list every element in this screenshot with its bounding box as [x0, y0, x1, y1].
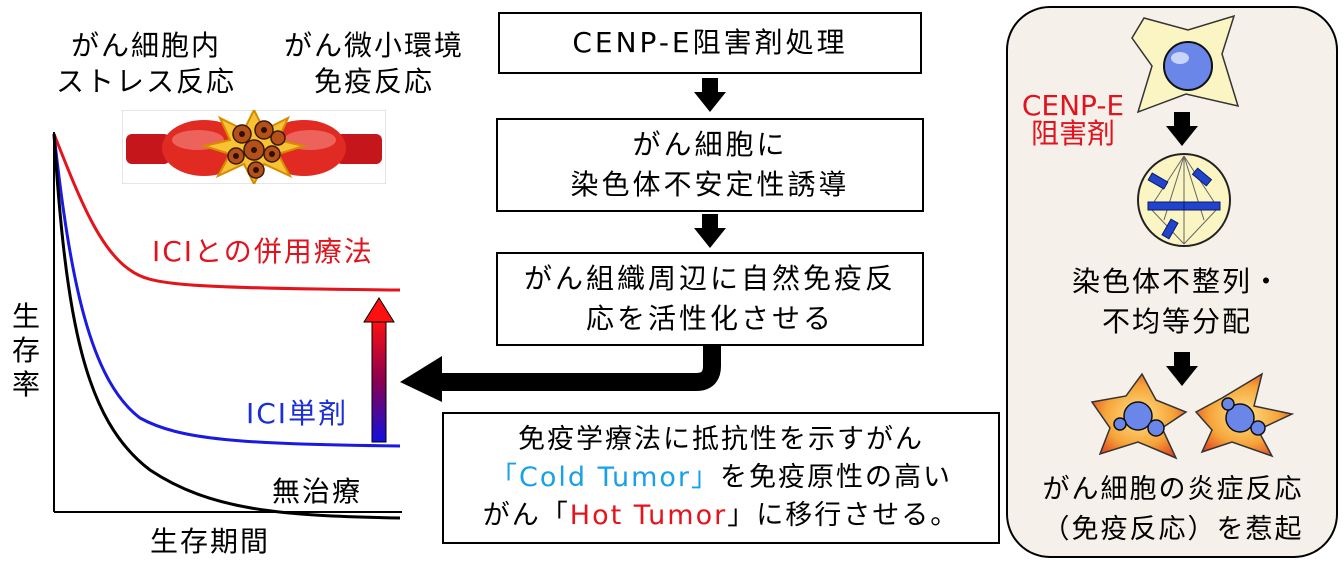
cold-tumor-text: Cold Tumor — [518, 462, 692, 493]
flow-step-inhibitor-treatment: CENP-E阻害剤処理 — [498, 12, 922, 74]
down-arrow-1 — [694, 78, 726, 112]
down-arrow-3 — [1166, 112, 1198, 146]
combo-therapy-label: ICIとの併用療法 — [152, 235, 374, 268]
missegregation-label: 染色体不整列・ 不均等分配 — [1071, 265, 1282, 338]
no-treatment-label: 無治療 — [272, 475, 363, 508]
combo-therapy-curve — [52, 133, 401, 292]
mitotic-cell-icon — [1137, 153, 1231, 247]
cenp-e-inhibitor-label: CENP-E 阻害剤 — [1021, 89, 1125, 150]
ici-single-curve — [52, 133, 401, 448]
boxing-gloves-illustration — [122, 110, 386, 184]
ici-single-label: ICI単剤 — [246, 397, 349, 430]
y-axis-label: 生 存 率 — [11, 300, 42, 401]
cold-to-hot-tumor-callout: 免疫学療法に抵抗性を示すがん 「Cold Tumor」を免疫原性の高い がん「H… — [442, 412, 1000, 544]
inflamed-cells-icon — [1090, 372, 1295, 460]
no-treatment-curve — [52, 133, 401, 520]
x-axis-label: 生存期間 — [150, 525, 271, 558]
hot-tumor-text: Hot Tumor — [569, 500, 728, 531]
flow-step-innate-immunity: がん組織周辺に自然免疫反 応を活性化させる — [496, 252, 924, 346]
flow-step-chromosomal-instability: がん細胞に 染色体不安定性誘導 — [496, 118, 924, 212]
down-arrow-4 — [1166, 352, 1198, 386]
bent-arrow-to-graph — [400, 344, 721, 402]
survival-curve-graph — [52, 132, 402, 520]
down-arrow-2 — [694, 214, 726, 248]
inflammation-label: がん細胞の炎症反応 （免疫反応）を惹起 — [1042, 474, 1304, 545]
improvement-arrow — [363, 297, 395, 443]
cancer-cell-stress-label: がん細胞内 ストレス反応 — [56, 29, 237, 98]
tumor-microenvironment-label: がん微小環境 免疫反応 — [284, 29, 465, 98]
normal-cancer-cell-icon — [1131, 14, 1240, 114]
